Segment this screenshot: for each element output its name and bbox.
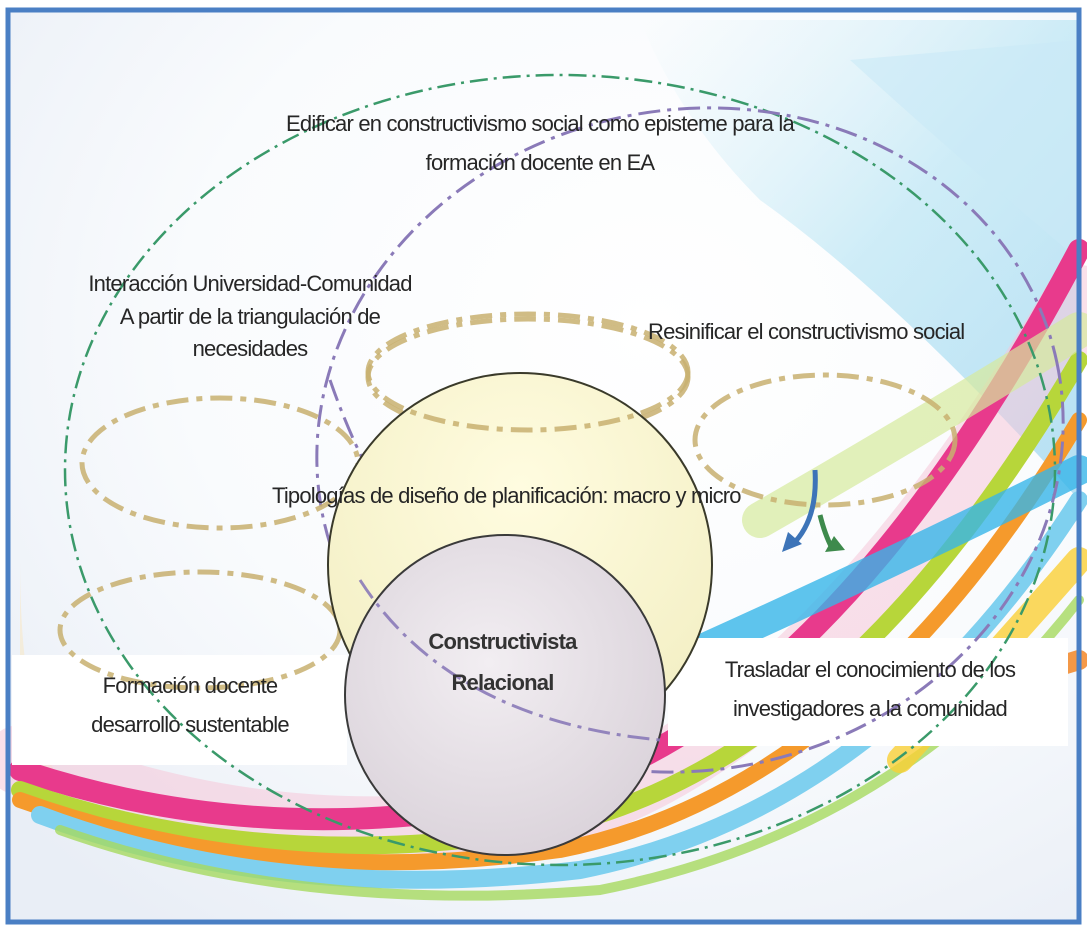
- bottom-left-label: Formación docente desarrollo sustentable: [50, 672, 330, 739]
- bottom-left-label-line-2: desarrollo sustentable: [91, 711, 289, 737]
- bottom-left-label-panel: [12, 655, 347, 765]
- top-label-line-2: formación docente en EA: [425, 149, 655, 175]
- bottom-right-label-line-2: investigadores a la comunidad: [733, 695, 1008, 721]
- center-label-line-1: Constructivista: [428, 629, 577, 654]
- top-label: Edificar en constructivismo social como …: [210, 110, 870, 177]
- bottom-right-label-line-1: Trasladar el conocimiento de los: [724, 657, 1016, 682]
- bottom-left-label-line-1: Formación docente: [102, 673, 279, 698]
- purple-dashed-orbit: [315, 106, 1065, 774]
- bottom-right-label-panel: [668, 638, 1068, 746]
- left-label: Interacción Universidad-Comunidad A part…: [40, 270, 460, 364]
- center-label: Constructivista Relacional: [395, 628, 610, 697]
- left-label-line-3: necesidades: [192, 336, 309, 362]
- bottom-right-label: Trasladar el conocimiento de los investi…: [675, 656, 1065, 723]
- frame-border: [5, 7, 1082, 925]
- curved-arrows-icon: [782, 469, 845, 552]
- left-label-line-1: Interacción Universidad-Comunidad: [88, 271, 412, 296]
- left-label-line-2: A partir de la triangulación de: [119, 303, 381, 329]
- right-label: Resinificar el constructivismo social: [648, 319, 965, 344]
- outer-dashed-ellipse: [63, 73, 1057, 867]
- center-label-line-2: Relacional: [451, 669, 554, 695]
- top-label-line-1: Edificar en constructivismo social como …: [286, 111, 795, 136]
- center-circle: [344, 534, 666, 856]
- middle-label: Tipologías de diseño de planificación: m…: [272, 483, 742, 508]
